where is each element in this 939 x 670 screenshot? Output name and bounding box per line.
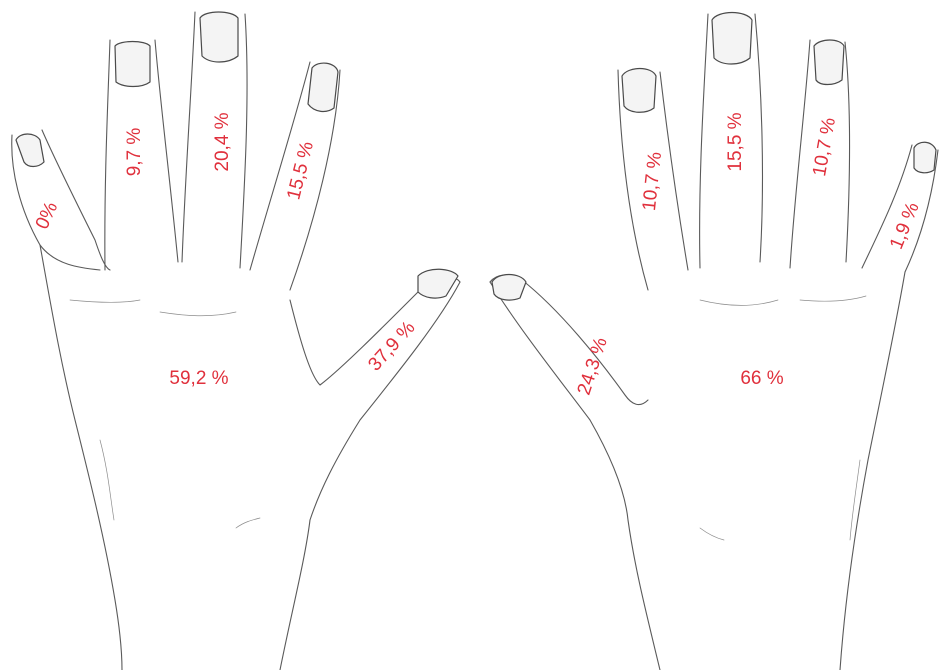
left-middle-finger-label: 20,4 % [212,112,233,171]
right-index-finger-label: 10,7 % [639,151,666,212]
left-thumb [290,269,460,520]
left-index-finger-label: 15,5 % [283,139,318,202]
right-palm-outline [628,272,905,670]
left-ring-finger-label: 9,7 % [124,128,145,177]
right-ring-finger-label: 10,7 % [809,116,840,178]
left-little-finger-label: 0% [32,199,63,233]
right-middle-finger-label: 15,5 % [725,112,746,171]
left-little-finger [12,130,110,270]
left-thumb-label: 37,9 % [364,317,419,375]
left-palm-label: 59,2 % [169,368,228,389]
right-little-finger-label: 1,9 % [886,199,924,252]
right-little-finger [862,142,938,272]
left-palm-outline [40,245,310,670]
right-hand-sketch [490,13,938,670]
right-thumb-label: 24,3 % [574,335,612,398]
right-thumb [490,275,648,521]
right-palm-label: 66 % [740,368,783,389]
